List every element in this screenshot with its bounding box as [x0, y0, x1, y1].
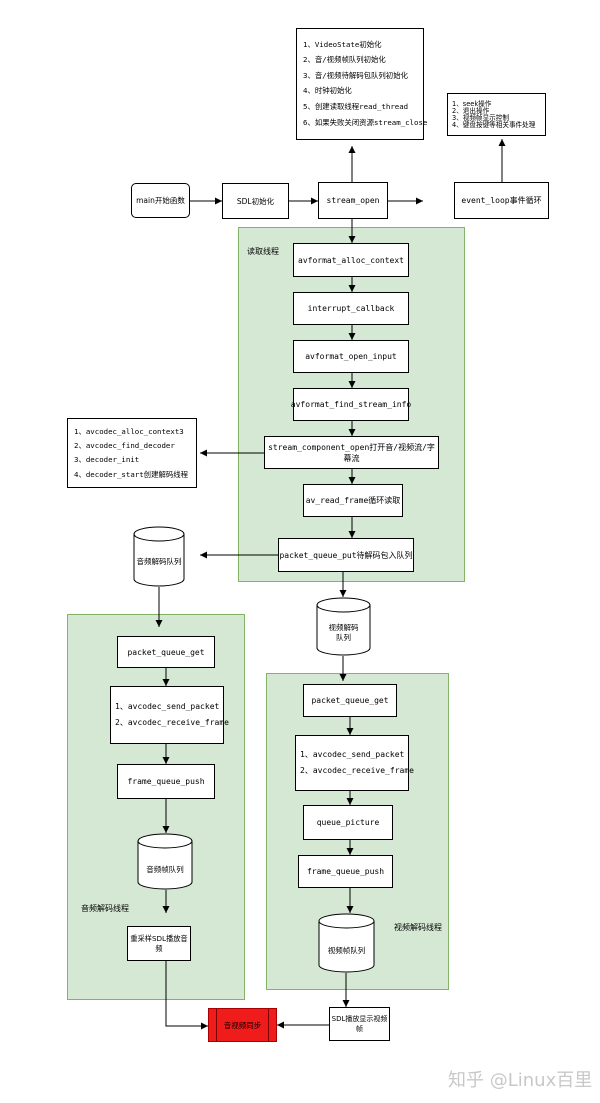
sdl-init-node: SDL初始化: [222, 183, 289, 219]
video-packet-queue-label-1: 视频解码: [328, 623, 359, 632]
init-step-5: 5、创建读取线程read_thread: [303, 102, 409, 111]
cylinder-shape: [133, 526, 185, 587]
video-send-receive: 1、avcodec_send_packet 2、avcodec_receive_…: [295, 735, 414, 791]
watermark-text: 知乎 @Linux百里: [448, 1070, 593, 1091]
audio-send-packet: 1、avcodec_send_packet: [115, 702, 220, 711]
video-queue-picture: queue_picture: [303, 805, 393, 840]
video-frame-queue-label: 视频帧队列: [327, 946, 366, 955]
audio-resample-play: 重采样SDL播放音频: [127, 926, 191, 961]
av-sync-label: 音视频同步: [223, 1020, 262, 1030]
audio-receive-frame: 2、avcodec_receive_frame: [115, 718, 229, 727]
video-thread-label: 视频解码线程: [394, 923, 442, 932]
init-step-6: 6、如果失败关闭资源stream_close: [303, 118, 428, 127]
audio-packet-queue-get: packet_queue_get: [117, 636, 215, 668]
step-stream-component-open: stream_component_open打开音/视频流/字幕流: [264, 436, 439, 469]
edge-audio-sync: [165, 961, 208, 1030]
decoder-steps-list: 1、avcodec_alloc_context3 2、avcodec_find_…: [67, 418, 197, 488]
event-item-3: 3、视频帧显示控制: [452, 114, 509, 122]
av-sync-left-bar: [216, 1009, 217, 1041]
audio-frame-queue-push: frame_queue_push: [117, 764, 215, 799]
event-loop-node: event_loop事件循环: [454, 182, 549, 219]
cylinder-shape: [137, 833, 193, 890]
stream-open-node: stream_open: [318, 182, 388, 219]
video-sdl-display: SDL播放显示视频帧: [329, 1007, 390, 1041]
video-receive-frame: 2、avcodec_receive_frame: [300, 766, 414, 775]
step-avformat-alloc-context: avformat_alloc_context: [293, 243, 409, 277]
step-packet-queue-put: packet_queue_put待解码包入队列: [278, 538, 414, 572]
video-packet-queue-label-2: 队列: [336, 633, 351, 642]
audio-send-receive: 1、avcodec_send_packet 2、avcodec_receive_…: [110, 686, 229, 744]
video-packet-queue-cylinder: 视频解码 队列: [316, 597, 371, 656]
main-function-node: main开始函数: [131, 183, 190, 218]
init-step-3: 3、音/视频待解码包队列初始化: [303, 71, 408, 80]
event-item-2: 2、退出操作: [452, 107, 490, 115]
init-step-4: 4、时钟初始化: [303, 86, 352, 95]
event-list: 1、seek操作 2、退出操作 3、视频帧显示控制 4、键盘按键等相关事件处理: [447, 93, 546, 136]
read-thread-label: 读取线程: [247, 247, 279, 256]
video-frame-queue-push: frame_queue_push: [298, 855, 393, 888]
cylinder-shape: [316, 597, 371, 656]
decoder-step-4: 4、decoder_start创建解码线程: [74, 470, 189, 479]
cylinder-shape: [318, 913, 375, 973]
audio-frame-queue-cylinder: 音频帧队列: [137, 833, 193, 890]
audio-packet-queue-cylinder: 音频解码队列: [133, 526, 185, 587]
audio-frame-queue-label: 音频帧队列: [146, 865, 184, 874]
decoder-step-2: 2、avcodec_find_decoder: [74, 441, 175, 450]
init-step-2: 2、音/视频帧队列初始化: [303, 55, 386, 64]
video-packet-queue-get: packet_queue_get: [303, 684, 397, 717]
event-item-1: 1、seek操作: [452, 100, 492, 108]
video-frame-queue-cylinder: 视频帧队列: [318, 913, 375, 973]
decoder-step-1: 1、avcodec_alloc_context3: [74, 427, 184, 436]
audio-thread-label: 音频解码线程: [81, 904, 129, 913]
step-avformat-open-input: avformat_open_input: [293, 340, 409, 373]
decoder-step-3: 3、decoder_init: [74, 455, 140, 464]
event-item-4: 4、键盘按键等相关事件处理: [452, 121, 536, 129]
step-av-read-frame: av_read_frame循环读取: [303, 484, 403, 517]
step-interrupt-callback: interrupt_callback: [293, 292, 409, 325]
video-send-packet: 1、avcodec_send_packet: [300, 750, 405, 759]
audio-packet-queue-label: 音频解码队列: [136, 557, 182, 566]
av-sync-node: 音视频同步: [208, 1008, 277, 1042]
step-avformat-find-stream-info: avformat_find_stream_info: [291, 388, 411, 421]
init-steps-list: 1、VideoState初始化 2、音/视频帧队列初始化 3、音/视频待解码包队…: [296, 28, 428, 140]
av-sync-right-bar: [268, 1009, 269, 1041]
init-step-1: 1、VideoState初始化: [303, 40, 382, 49]
